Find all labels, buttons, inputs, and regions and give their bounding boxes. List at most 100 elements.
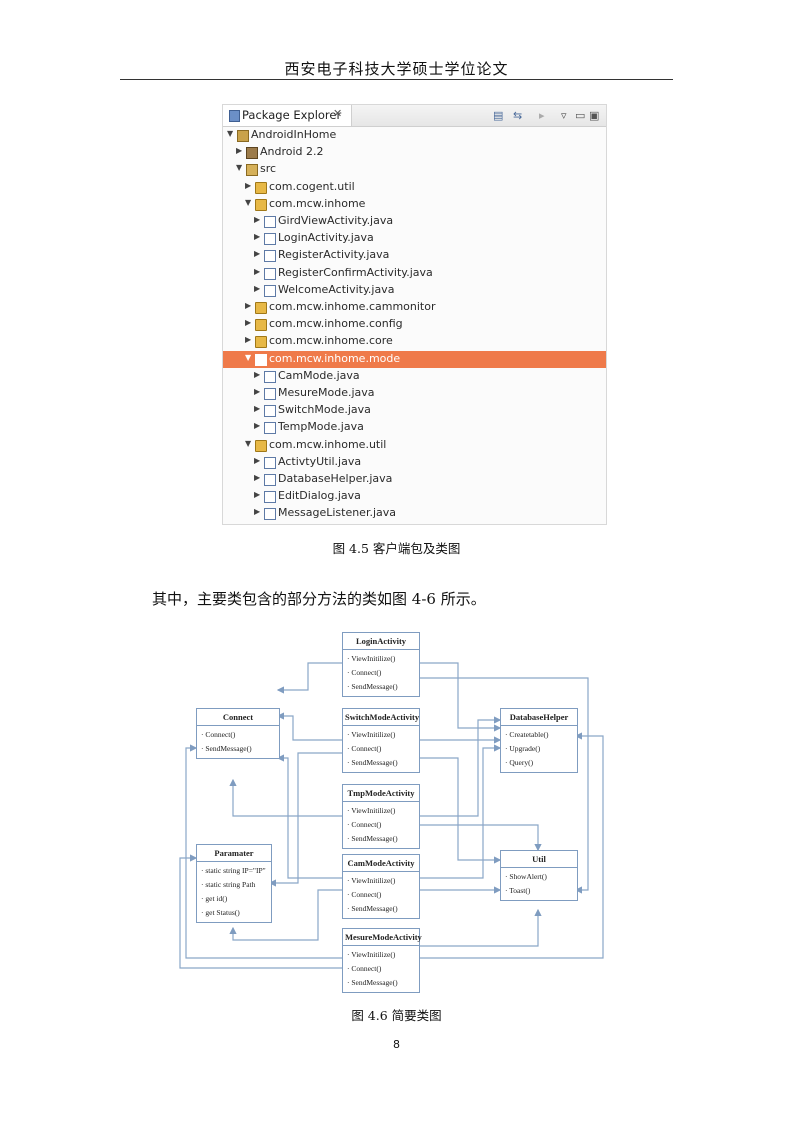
collapse-all-icon[interactable]: ▤ xyxy=(493,109,504,122)
collapsed-arrow-icon[interactable]: ▶ xyxy=(254,283,261,293)
class-member: · Connect() xyxy=(347,744,382,753)
tree-item-label: CamMode.java xyxy=(278,368,360,382)
tree-item-label: Android 2.2 xyxy=(260,145,324,159)
uml-class-mesure: MesureModeActivity· ViewInitilize()· Con… xyxy=(342,928,422,993)
collapsed-arrow-icon[interactable]: ▶ xyxy=(254,490,261,500)
tree-item-label: AndroidInHome xyxy=(251,128,337,141)
tree-item-label: MesureMode.java xyxy=(278,386,375,399)
package-icon xyxy=(255,198,267,211)
collapsed-arrow-icon[interactable]: ▶ xyxy=(245,318,252,328)
tree-item-file[interactable]: ▶ MesureMode.java xyxy=(223,385,606,402)
tree-item-folder[interactable]: ▶com.mcw.inhome.core xyxy=(223,333,606,350)
tree-item-file[interactable]: ▶EditDialog.java xyxy=(223,488,606,505)
collapsed-arrow-icon[interactable]: ▶ xyxy=(254,387,261,396)
minimize-icon[interactable]: ▭ xyxy=(575,109,586,122)
class-name: LoginActivity xyxy=(343,633,419,650)
collapsed-arrow-icon[interactable]: ▶ xyxy=(254,369,261,379)
class-member: · get id() xyxy=(201,894,228,903)
collapsed-arrow-icon[interactable]: ▶ xyxy=(236,146,243,156)
class-member: · SendMessage() xyxy=(201,744,252,753)
tree-item-folder[interactable]: ▼com.mcw.inhome xyxy=(223,196,606,213)
tree-item-file[interactable]: ▶WelcomeActivity.java xyxy=(223,282,606,299)
tree-item-file[interactable]: ▶ ActivtyUtil.java xyxy=(223,454,606,471)
collapsed-arrow-icon[interactable]: ▶ xyxy=(245,180,252,190)
tree-item-folder[interactable]: ▼ src xyxy=(223,161,606,178)
class-member: · Createtable() xyxy=(505,730,549,739)
tree-item-folder[interactable]: ▼com.mcw.inhome.util xyxy=(223,437,606,454)
expanded-arrow-icon[interactable]: ▼ xyxy=(227,129,234,138)
tree-item-folder[interactable]: ▶ com.cogent.util xyxy=(223,179,606,196)
maximize-icon[interactable]: ▣ xyxy=(589,109,600,122)
tree-item-folder[interactable]: ▼com.mcw.inhome.mode xyxy=(223,350,606,368)
collapsed-arrow-icon[interactable]: ▶ xyxy=(245,301,252,310)
collapsed-arrow-icon[interactable]: ▶ xyxy=(254,404,261,414)
collapsed-arrow-icon[interactable]: ▶ xyxy=(254,249,261,259)
tree-item-folder[interactable]: ▶ Android 2.2 xyxy=(223,144,606,161)
tree-item-label: ActivtyUtil.java xyxy=(278,454,362,468)
java-icon xyxy=(264,370,276,383)
class-member: · SendMessage() xyxy=(347,758,398,767)
tree-item-label: SwitchMode.java xyxy=(278,403,371,417)
collapsed-arrow-icon[interactable]: ▶ xyxy=(254,215,261,224)
class-name: DatabaseHelper xyxy=(501,709,577,726)
collapsed-arrow-icon[interactable]: ▶ xyxy=(254,455,261,465)
expanded-arrow-icon[interactable]: ▼ xyxy=(245,438,252,448)
tree-item-file[interactable]: ▶MessageListener.java xyxy=(223,505,606,522)
tree-item-file[interactable]: ▶TempMode.java xyxy=(223,419,606,436)
source-folder-icon xyxy=(246,164,258,177)
class-member: · ViewInitilize() xyxy=(347,730,396,739)
uml-class-connect: Connect· Connect()· SendMessage() xyxy=(196,708,280,759)
header-rule xyxy=(120,79,673,80)
tree-item-folder[interactable]: ▼ AndroidInHome xyxy=(223,127,606,144)
tree-item-label: com.mcw.inhome.cammonitor xyxy=(269,300,436,313)
collapsed-arrow-icon[interactable]: ▶ xyxy=(254,266,261,276)
java-icon xyxy=(264,491,276,504)
java-icon xyxy=(264,456,276,469)
class-name: Connect xyxy=(197,709,279,726)
page-number: 8 xyxy=(393,1038,400,1051)
class-member: · SendMessage() xyxy=(347,978,398,987)
tree-item-file[interactable]: ▶ RegisterActivity.java xyxy=(223,247,606,264)
class-member: · Upgrade() xyxy=(505,744,541,753)
java-icon xyxy=(264,405,276,418)
uml-class-tmp: TmpModeActivity· ViewInitilize()· Connec… xyxy=(342,784,420,849)
tree-item-file[interactable]: ▶ SwitchMode.java xyxy=(223,402,606,419)
close-icon[interactable]: ✕ xyxy=(333,107,343,120)
class-member: · Connect() xyxy=(347,890,382,899)
tree-item-label: src xyxy=(260,162,277,176)
tree-item-label: RegisterActivity.java xyxy=(278,248,390,262)
tree-item-folder[interactable]: ▶com.mcw.inhome.config xyxy=(223,316,606,333)
expanded-arrow-icon[interactable]: ▼ xyxy=(245,352,252,362)
tree-item-file[interactable]: ▶ DatabaseHelper.java xyxy=(223,471,606,488)
tree-item-label: DatabaseHelper.java xyxy=(278,472,393,485)
class-member: · ViewInitilize() xyxy=(347,876,396,885)
package-icon xyxy=(255,353,267,366)
package-explorer-icon xyxy=(229,110,240,122)
package-tree: ▼ AndroidInHome ▶ Android 2.2 ▼ src ▶ com.cogen… xyxy=(223,127,606,524)
java-icon xyxy=(264,216,276,228)
tree-item-folder[interactable]: ▶ com.mcw.inhome.cammonitor xyxy=(223,299,606,316)
collapsed-arrow-icon[interactable]: ▶ xyxy=(254,232,261,242)
view-menu-icon[interactable]: ▸ xyxy=(539,109,545,122)
tree-item-file[interactable]: ▶LoginActivity.java xyxy=(223,230,606,247)
collapsed-arrow-icon[interactable]: ▶ xyxy=(254,421,261,431)
tab-package-explorer[interactable]: Package Explorer ✕ xyxy=(223,105,352,126)
link-editor-icon[interactable]: ⇆ xyxy=(513,109,523,122)
expanded-arrow-icon[interactable]: ▼ xyxy=(236,163,243,173)
java-icon xyxy=(264,474,276,486)
java-icon xyxy=(264,508,276,521)
collapsed-arrow-icon[interactable]: ▶ xyxy=(245,335,252,345)
expanded-arrow-icon[interactable]: ▼ xyxy=(245,197,252,207)
uml-class-db: DatabaseHelper · Createtable() · Upgrade()… xyxy=(500,708,578,773)
class-member: · Query() xyxy=(505,758,534,767)
collapsed-arrow-icon[interactable]: ▶ xyxy=(254,507,261,517)
body-paragraph: 其中，主要类包含的部分方法的类如图 4-6 所示。 xyxy=(152,590,486,608)
class-member: · ViewInitilize() xyxy=(347,806,396,815)
tree-item-file[interactable]: ▶ CamMode.java xyxy=(223,368,606,385)
tree-item-label: com.cogent.util xyxy=(269,179,355,193)
class-member: · Toast() xyxy=(505,886,531,895)
tree-item-file[interactable]: ▶RegisterConfirmActivity.java xyxy=(223,265,606,282)
tree-item-file[interactable]: ▶GirdViewActivity.java xyxy=(223,213,606,230)
chevron-down-icon[interactable]: ▿ xyxy=(561,109,567,122)
collapsed-arrow-icon[interactable]: ▶ xyxy=(254,473,261,482)
